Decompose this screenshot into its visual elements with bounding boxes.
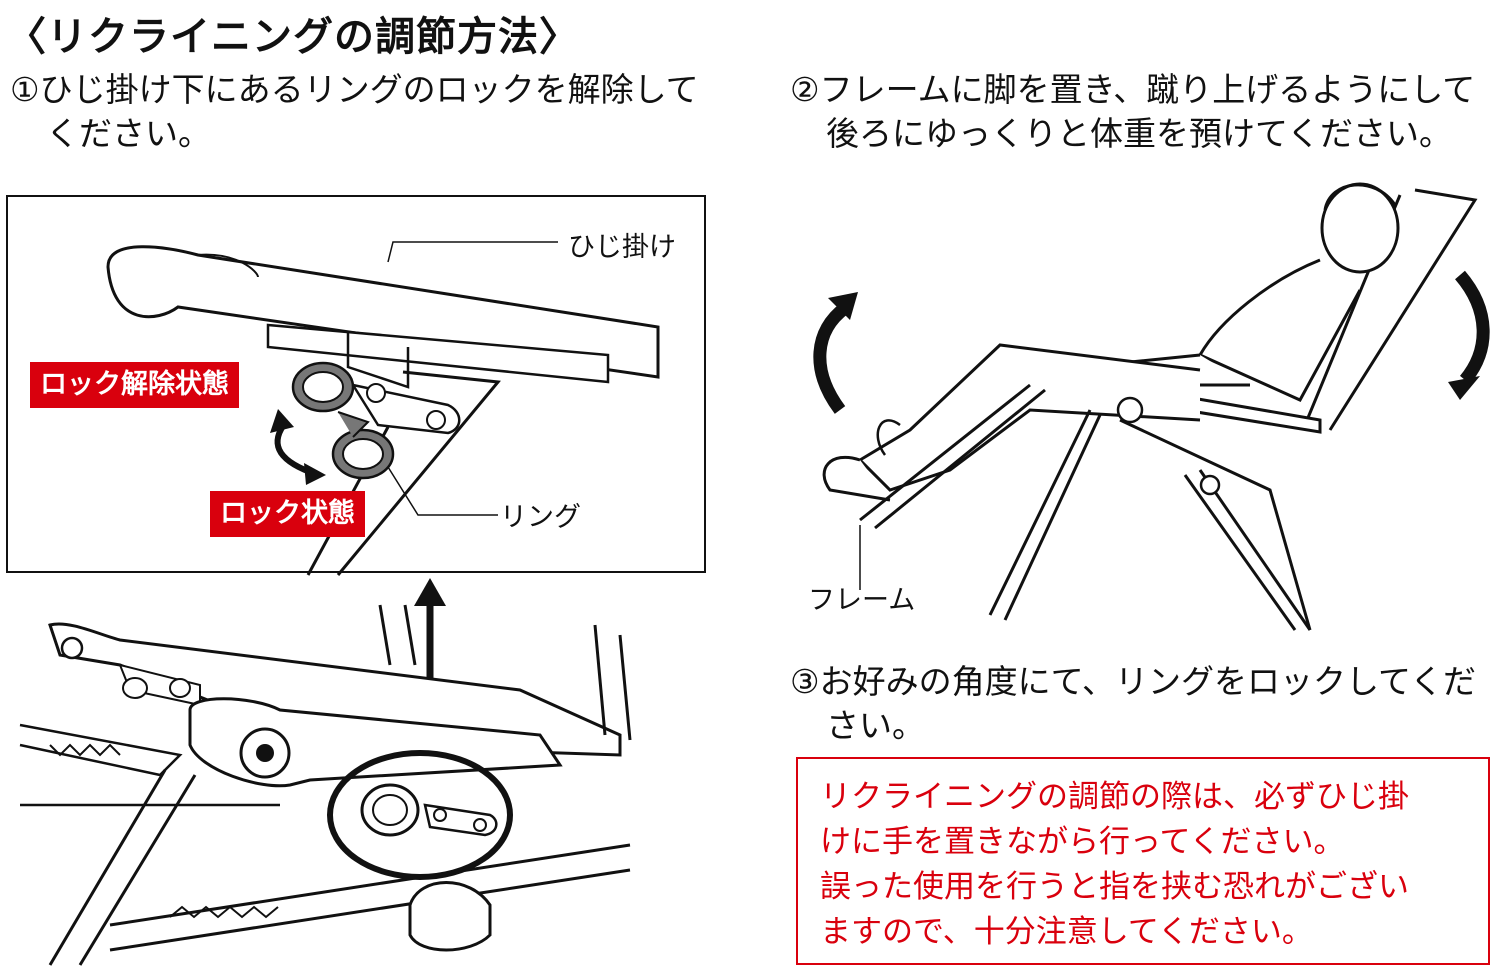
- step-1-instruction: ①ひじ掛け下にあるリングのロックを解除して ください。: [10, 68, 699, 156]
- step-1-marker: ①: [10, 70, 40, 109]
- armrest-label: ひじ掛け: [568, 232, 676, 263]
- warning-line-1: リクライニングの調節の際は、必ずひじ掛: [820, 779, 1409, 815]
- locked-badge: ロック状態: [210, 491, 365, 537]
- step-2-line-2: 後ろにゆっくりと体重を預けてください。: [826, 114, 1453, 153]
- step-3-instruction: ③お好みの角度にて、リングをロックしてくだ さい。: [790, 660, 1476, 748]
- step-3-line-1: お好みの角度にて、リングをロックしてくだ: [819, 662, 1476, 701]
- step-3-line-2: さい。: [826, 706, 925, 745]
- armrest-detail-box: ひじ掛け リング ロック解除状態 ロック状態: [6, 195, 706, 576]
- step-1-line-1: ひじ掛け下にあるリングのロックを解除して: [39, 70, 699, 109]
- frame-label: フレーム: [808, 585, 916, 616]
- warning-box: リクライニングの調節の際は、必ずひじ掛 けに手を置きながら行ってください。 誤っ…: [796, 757, 1490, 965]
- armrest-detail-illustration: [106, 241, 660, 576]
- warning-line-2: けに手を置きながら行ってください。: [820, 824, 1345, 860]
- ring-label: リング: [500, 502, 581, 533]
- warning-line-3: 誤った使用を行うと指を挟む恐れがござい: [820, 869, 1409, 905]
- warning-line-4: ますので、十分注意してください。: [820, 914, 1313, 950]
- reclining-person-illustration: [813, 182, 1490, 631]
- chair-armrest-illustration: [19, 604, 632, 966]
- unlocked-badge: ロック解除状態: [30, 362, 239, 408]
- step-2-marker: ②: [790, 70, 820, 109]
- page-title: 〈リクライニングの調節方法〉: [6, 14, 580, 60]
- step-1-line-2: ください。: [46, 114, 211, 153]
- step-2-instruction: ②フレームに脚を置き、蹴り上げるようにして 後ろにゆっくりと体重を預けてください…: [790, 68, 1475, 156]
- step-3-marker: ③: [790, 662, 820, 701]
- step-2-line-1: フレームに脚を置き、蹴り上げるようにして: [819, 70, 1476, 109]
